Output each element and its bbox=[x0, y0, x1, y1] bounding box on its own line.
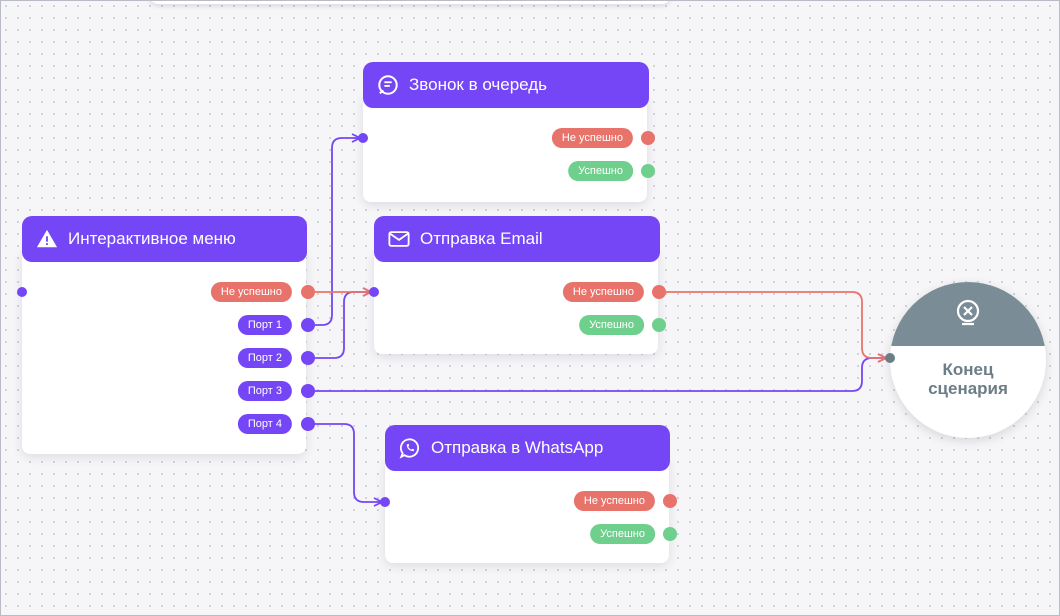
queue-success-output[interactable]: Успешно bbox=[568, 161, 633, 181]
node-queue-header[interactable]: Звонок в очередь bbox=[363, 62, 649, 108]
node-end-scenario[interactable]: Конец сценария bbox=[890, 282, 1046, 438]
whatsapp-success-connector[interactable] bbox=[663, 527, 677, 541]
end-node-label: Конец сценария bbox=[890, 360, 1046, 398]
email-input-port[interactable] bbox=[369, 287, 379, 297]
menu-port-4[interactable]: Порт 4 bbox=[237, 414, 292, 434]
node-email-header[interactable]: Отправка Email bbox=[374, 216, 660, 262]
node-whatsapp-header[interactable]: Отправка в WhatsApp bbox=[385, 425, 670, 471]
whatsapp-fail-connector[interactable] bbox=[663, 494, 677, 508]
queue-success-connector[interactable] bbox=[641, 164, 655, 178]
wire-port3-to-end bbox=[308, 358, 886, 392]
warning-icon bbox=[36, 228, 58, 250]
node-menu-title: Интерактивное меню bbox=[68, 229, 236, 248]
menu-port-4-connector[interactable] bbox=[301, 417, 315, 431]
node-queue-title: Звонок в очередь bbox=[409, 75, 548, 94]
queue-input-port[interactable] bbox=[358, 133, 368, 143]
menu-port-1[interactable]: Порт 1 bbox=[237, 315, 292, 335]
end-node-cap bbox=[890, 282, 1046, 346]
email-fail-connector[interactable] bbox=[652, 285, 666, 299]
menu-fail-connector[interactable] bbox=[301, 285, 315, 299]
end-label-line2: сценария bbox=[928, 379, 1008, 398]
whatsapp-icon bbox=[399, 437, 421, 459]
whatsapp-success-output[interactable]: Успешно bbox=[590, 524, 655, 544]
email-fail-output[interactable]: Не успешно bbox=[562, 282, 644, 302]
queue-fail-output[interactable]: Не успешно bbox=[551, 128, 633, 148]
menu-port-1-connector[interactable] bbox=[301, 318, 315, 332]
node-email-title: Отправка Email bbox=[420, 229, 543, 248]
wire-email-fail-to-end bbox=[659, 291, 886, 358]
end-label-line1: Конец bbox=[942, 360, 994, 379]
email-success-output[interactable]: Успешно bbox=[579, 315, 644, 335]
whatsapp-fail-output[interactable]: Не успешно bbox=[573, 491, 655, 511]
toolbar-edge bbox=[150, 0, 670, 4]
menu-port-3[interactable]: Порт 3 bbox=[237, 381, 292, 401]
menu-fail-output[interactable]: Не успешно bbox=[210, 282, 292, 302]
node-whatsapp-title: Отправка в WhatsApp bbox=[431, 438, 604, 457]
menu-input-port[interactable] bbox=[17, 287, 27, 297]
mail-icon bbox=[388, 228, 410, 250]
end-cross-icon bbox=[952, 298, 984, 330]
menu-port-2[interactable]: Порт 2 bbox=[237, 348, 292, 368]
menu-port-3-connector[interactable] bbox=[301, 384, 315, 398]
node-menu-header[interactable]: Интерактивное меню bbox=[22, 216, 307, 262]
menu-port-2-connector[interactable] bbox=[301, 351, 315, 365]
whatsapp-input-port[interactable] bbox=[380, 497, 390, 507]
email-success-connector[interactable] bbox=[652, 318, 666, 332]
end-input-port[interactable] bbox=[885, 353, 895, 363]
queue-fail-connector[interactable] bbox=[641, 131, 655, 145]
wire-port4-to-whatsapp bbox=[308, 423, 382, 502]
wire-port1-to-queue bbox=[308, 138, 360, 326]
node-queue-body[interactable] bbox=[363, 94, 647, 202]
call-queue-icon bbox=[377, 74, 399, 96]
